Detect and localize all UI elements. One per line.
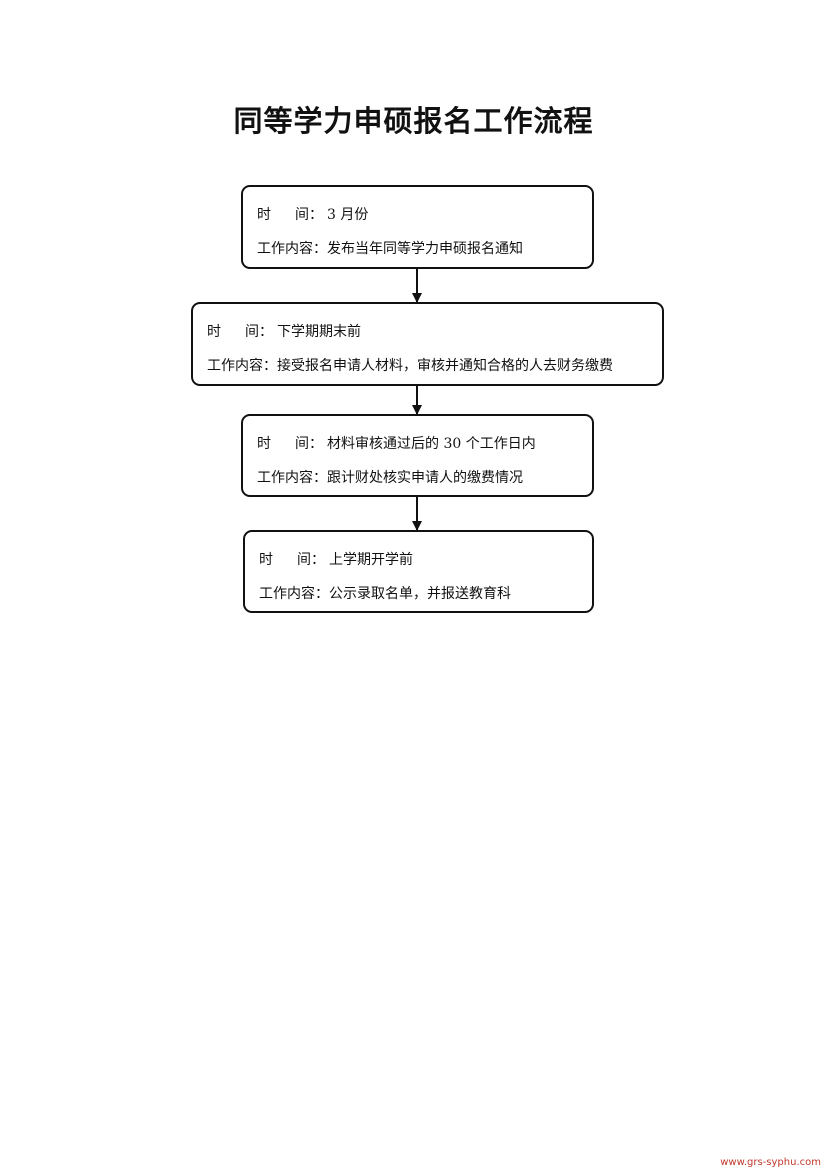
step-time-row: 时 间：材料审核通过后的 30 个工作日内	[257, 433, 536, 453]
flow-arrow-2	[412, 386, 422, 415]
time-label-char2: 间：	[245, 324, 273, 340]
step-time-row: 时 间：上学期开学前	[259, 549, 413, 569]
time-label: 时 间：	[207, 321, 277, 341]
step-content-value: 公示录取名单，并报送教育科	[329, 586, 511, 602]
time-label: 时 间：	[259, 549, 329, 569]
flow-step-3: 时 间：材料审核通过后的 30 个工作日内 工作内容：跟计财处核实申请人的缴费情况	[241, 414, 594, 497]
time-label-char1: 时	[259, 552, 273, 568]
step-time-value: 材料审核通过后的 30 个工作日内	[327, 436, 536, 452]
step-time-value: 上学期开学前	[329, 552, 413, 568]
flow-arrow-3	[412, 497, 422, 531]
flow-arrow-1	[412, 269, 422, 303]
content-label: 工作内容：	[257, 241, 327, 257]
flow-step-1: 时 间：3 月份 工作内容：发布当年同等学力申硕报名通知	[241, 185, 594, 269]
step-content-row: 工作内容：接受报名申请人材料，审核并通知合格的人去财务缴费	[207, 355, 613, 375]
time-label: 时 间：	[257, 204, 327, 224]
content-label: 工作内容：	[257, 470, 327, 486]
time-label-char2: 间：	[295, 207, 323, 223]
step-content-value: 接受报名申请人材料，审核并通知合格的人去财务缴费	[277, 358, 613, 374]
time-label-char1: 时	[207, 324, 221, 340]
watermark-text: www.grs-syphu.com	[720, 1157, 821, 1168]
step-time-row: 时 间：3 月份	[257, 204, 368, 224]
time-label-char1: 时	[257, 436, 271, 452]
step-time-value: 3 月份	[327, 207, 369, 223]
page-title: 同等学力申硕报名工作流程	[233, 104, 594, 138]
step-time-value: 下学期期末前	[277, 324, 361, 340]
time-label-char2: 间：	[297, 552, 325, 568]
step-time-row: 时 间：下学期期末前	[207, 321, 361, 341]
time-label-char1: 时	[257, 207, 271, 223]
flow-step-4: 时 间：上学期开学前 工作内容：公示录取名单，并报送教育科	[243, 530, 594, 613]
step-content-row: 工作内容：发布当年同等学力申硕报名通知	[257, 238, 523, 258]
content-label: 工作内容：	[207, 358, 277, 374]
time-label: 时 间：	[257, 433, 327, 453]
flow-step-2: 时 间：下学期期末前 工作内容：接受报名申请人材料，审核并通知合格的人去财务缴费	[191, 302, 664, 386]
step-content-row: 工作内容：跟计财处核实申请人的缴费情况	[257, 467, 523, 487]
step-content-value: 发布当年同等学力申硕报名通知	[327, 241, 523, 257]
content-label: 工作内容：	[259, 586, 329, 602]
step-content-value: 跟计财处核实申请人的缴费情况	[327, 470, 523, 486]
time-label-char2: 间：	[295, 436, 323, 452]
step-content-row: 工作内容：公示录取名单，并报送教育科	[259, 583, 511, 603]
